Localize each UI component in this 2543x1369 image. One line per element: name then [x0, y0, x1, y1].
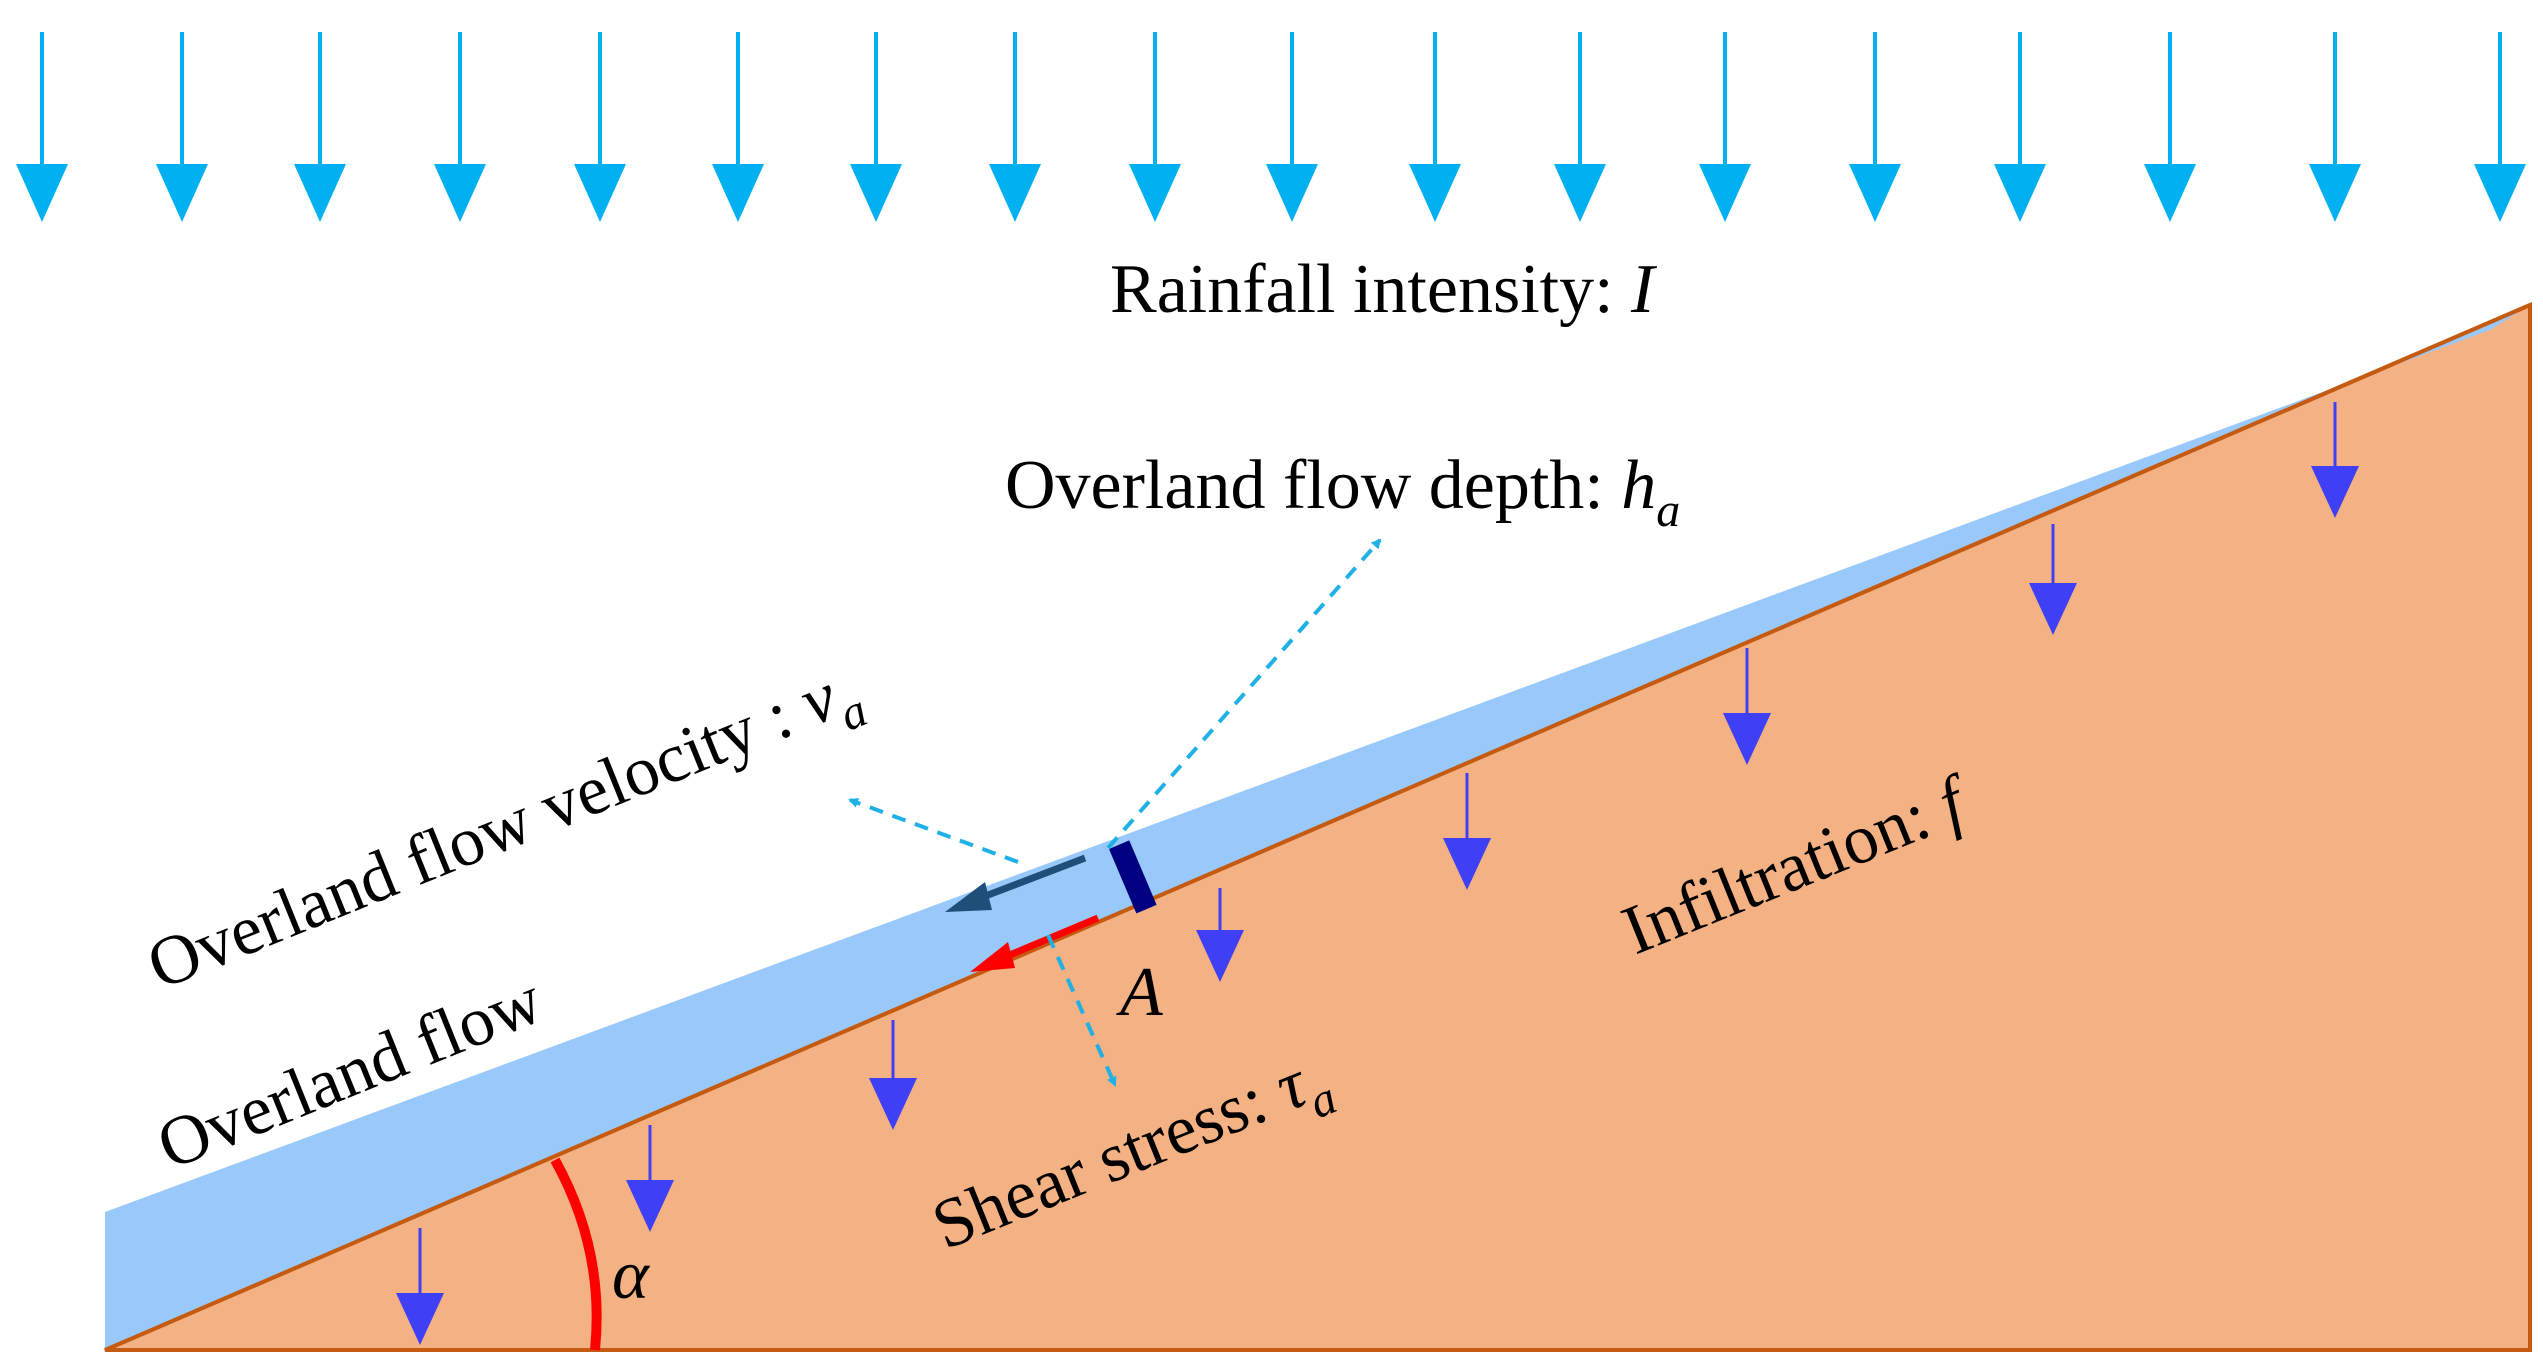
down-arrow-icon	[434, 32, 486, 222]
slope-surface-line	[104, 303, 2531, 1352]
overland-flow-depth-text: Overland flow depth:	[1005, 447, 1621, 524]
down-arrow-icon	[1699, 32, 1751, 222]
down-arrow-icon	[626, 1125, 674, 1232]
down-arrow-icon	[1129, 32, 1181, 222]
down-arrow-icon	[1994, 32, 2046, 222]
down-arrow-icon	[989, 32, 1041, 222]
down-arrow-icon	[2311, 402, 2359, 518]
down-arrow-icon	[1554, 32, 1606, 222]
velocity-arrowhead	[945, 882, 992, 912]
down-arrow-icon	[1849, 32, 1901, 222]
down-arrow-icon	[2144, 32, 2196, 222]
down-arrow-icon	[1409, 32, 1461, 222]
down-arrow-icon	[1443, 773, 1491, 890]
shear-arrowhead	[970, 942, 1015, 972]
down-arrow-icon	[2029, 524, 2077, 635]
flow-element-bar	[1109, 840, 1157, 914]
rainfall-intensity-symbol: I	[1630, 251, 1658, 328]
down-arrow-icon	[2474, 32, 2526, 222]
down-arrow-icon	[2309, 32, 2361, 222]
rain-arrows	[16, 32, 2526, 222]
down-arrow-icon	[294, 32, 346, 222]
point-a-label: A	[1116, 954, 1163, 1031]
down-arrow-icon	[156, 32, 208, 222]
rainfall-intensity-text: Rainfall intensity:	[1110, 251, 1631, 328]
down-arrow-icon	[1196, 888, 1244, 982]
overland-flow-depth-symbol: h	[1621, 447, 1656, 524]
depth-leader-line	[1106, 538, 1382, 850]
down-arrow-icon	[1266, 32, 1318, 222]
slope-angle-arc	[550, 1157, 602, 1351]
shear-arrow	[1003, 914, 1100, 961]
down-arrow-icon	[396, 1228, 444, 1345]
overland-flow-depth-subscript: a	[1656, 484, 1680, 537]
velocity-arrow	[973, 854, 1087, 904]
down-arrow-icon	[1723, 648, 1771, 765]
down-arrow-icon	[16, 32, 68, 222]
overland-flow-velocity-label: Overland flow velocity : va	[137, 649, 874, 1017]
down-arrow-icon	[869, 1020, 917, 1130]
rainfall-intensity-label: Rainfall intensity: I	[1110, 251, 1658, 328]
slope-angle-label: α	[612, 1237, 650, 1314]
down-arrow-icon	[850, 32, 902, 222]
down-arrow-icon	[712, 32, 764, 222]
overland-flow-velocity-text: Overland flow velocity	[137, 690, 768, 1005]
infiltration-arrows	[396, 402, 2359, 1345]
overland-flow-depth-label: Overland flow depth: ha	[1005, 447, 1680, 537]
velocity-leader-line	[848, 798, 1019, 864]
shear-leader-line	[1046, 934, 1117, 1087]
down-arrow-icon	[574, 32, 626, 222]
